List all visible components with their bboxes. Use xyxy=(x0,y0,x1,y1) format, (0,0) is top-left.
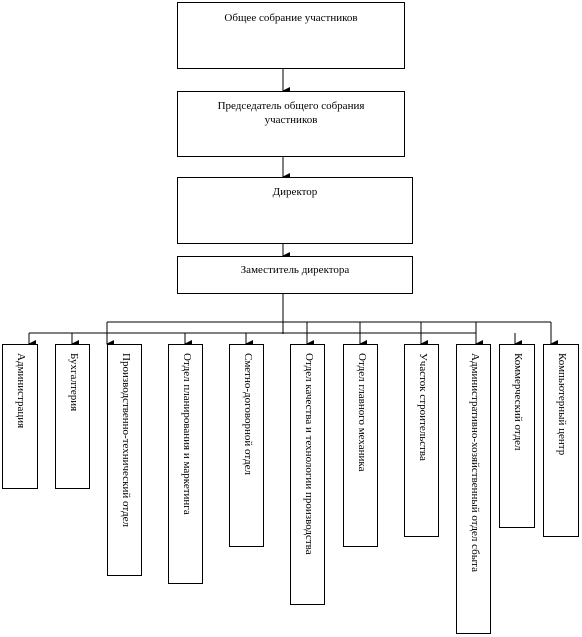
dept-construction-site-label: Участок строительства xyxy=(417,353,429,461)
dept-admin-sales: Административно-хозяйственный отдел сбыт… xyxy=(456,344,491,634)
dept-admin-sales-label: Административно-хозяйственный отдел сбыт… xyxy=(469,353,481,572)
dept-estimate-contract: Сметно-договорной отдел xyxy=(229,344,264,547)
director-box: Директор xyxy=(177,177,413,244)
dept-computer-center-label: Компьютерный центр xyxy=(556,353,568,456)
dept-administration-label: Администрация xyxy=(15,353,27,429)
deputy-director-box: Заместитель директора xyxy=(177,256,413,294)
chairman-label: Председатель общего собрания участников xyxy=(217,100,365,126)
dept-estimate-contract-label: Сметно-договорной отдел xyxy=(242,353,254,475)
dept-planning-marketing: Отдел планирования и маркетинга xyxy=(168,344,203,584)
dept-commercial-label: Коммерческий отдел xyxy=(512,353,524,451)
dept-computer-center: Компьютерный центр xyxy=(543,344,579,537)
chairman-box: Председатель общего собрания участников xyxy=(177,91,405,157)
dept-quality-technology-label: Отдел качества и технологии производства xyxy=(303,353,315,555)
dept-chief-mechanic-label: Отдел главного механика xyxy=(356,353,368,472)
dept-chief-mechanic: Отдел главного механика xyxy=(343,344,378,547)
dept-commercial: Коммерческий отдел xyxy=(499,344,535,528)
deputy-director-label: Заместитель директора xyxy=(240,264,350,276)
director-label: Директор xyxy=(272,186,318,198)
dept-accounting: Бухгалтерия xyxy=(55,344,90,489)
general-meeting-label: Общее собрание участников xyxy=(224,12,358,24)
dept-quality-technology: Отдел качества и технологии производства xyxy=(290,344,325,605)
dept-production-technical: Производственно-технический отдел xyxy=(107,344,142,576)
dept-production-technical-label: Производственно-технический отдел xyxy=(120,353,132,527)
dept-administration: Администрация xyxy=(2,344,38,489)
dept-planning-marketing-label: Отдел планирования и маркетинга xyxy=(181,353,193,515)
dept-accounting-label: Бухгалтерия xyxy=(68,353,80,412)
dept-construction-site: Участок строительства xyxy=(404,344,439,537)
general-meeting-box: Общее собрание участников xyxy=(177,2,405,69)
